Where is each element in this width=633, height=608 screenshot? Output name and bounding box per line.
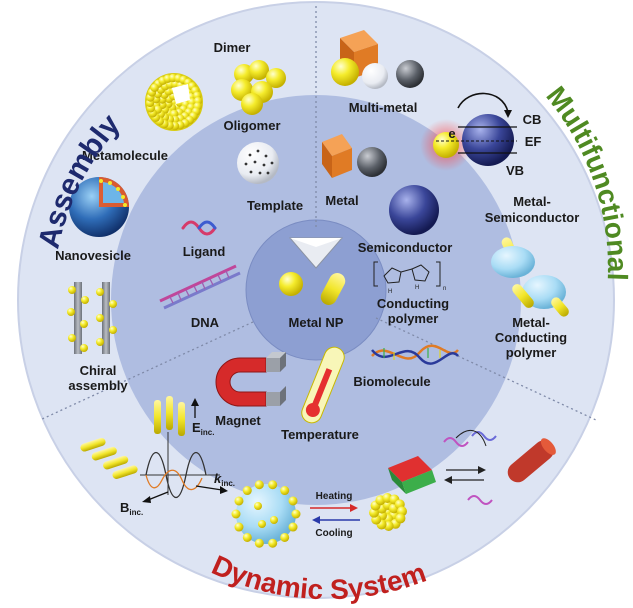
metal-semiconductor-icon [420,92,517,171]
svg-text:H: H [415,285,419,291]
polythiophene-icon: H H n [373,261,446,295]
template-label: Template [247,198,303,213]
metal-np-icon [279,237,346,305]
heating-label: Heating [316,491,353,502]
chiral-label-1: Chiral [80,363,117,378]
chiral-label-2: assembly [68,378,128,393]
dna-label: DNA [191,315,220,330]
multi-metal-icon [331,30,424,89]
band-ef-label: EF [525,134,542,149]
em-field-icon [80,396,228,503]
ligand-label: Ligand [183,244,226,259]
section-dividers [39,6,597,421]
band-cb-label: CB [523,112,542,127]
metal-label: Metal [325,193,358,208]
semiconductor-label: Semiconductor [358,240,453,255]
metal-cp-label-2: Conducting [495,330,567,345]
metal-conducting-polymer-icon [491,237,569,317]
heating-cooling-arrows [310,504,360,524]
k-inc-label: kinc. [214,471,235,488]
cooling-label: Cooling [315,528,352,539]
e-inc-label: Einc. [192,420,214,437]
conducting-polymer-label-1: Conducting [377,296,449,311]
metamolecule-icon [145,73,203,131]
b-inc-label: Binc. [120,500,143,517]
chiral-assembly-icon [67,282,117,354]
band-e-label: e [448,126,455,141]
dimer-label: Dimer [214,40,251,55]
swollen-particle-icon [231,480,301,548]
metal-cp-label-3: polymer [506,345,557,360]
nanovesicle-label: Nanovesicle [55,248,131,263]
metal-icon [322,134,387,178]
metal-cp-label-1: Metal- [512,315,550,330]
shape-transform-icon [388,430,556,505]
band-vb-label: VB [506,163,524,178]
svg-text:H: H [388,289,392,295]
multi-metal-label: Multi-metal [349,100,418,115]
ligand-icon [181,220,217,236]
template-icon [237,142,279,184]
biomolecule-icon [371,344,459,365]
dimer-icon [234,60,286,88]
svg-text:n: n [443,286,446,292]
semiconductor-icon [389,185,439,235]
nanovesicle-icon [69,177,129,237]
metal-semiconductor-label-2: Semiconductor [485,210,580,225]
metamolecule-label: Metamolecule [82,148,168,163]
oligomer-label: Oligomer [223,118,280,133]
magnet-label: Magnet [215,413,261,428]
metal-semiconductor-label-1: Metal- [513,194,551,209]
temperature-label: Temperature [281,427,359,442]
dna-icon [159,264,241,310]
oligomer-icon [231,79,273,115]
biomolecule-label: Biomolecule [353,374,430,389]
magnet-icon [215,352,286,407]
center-label: Metal NP [289,315,344,330]
thermometer-icon [301,346,345,424]
compact-particle-icon [369,493,407,531]
conducting-polymer-label-2: polymer [388,311,439,326]
